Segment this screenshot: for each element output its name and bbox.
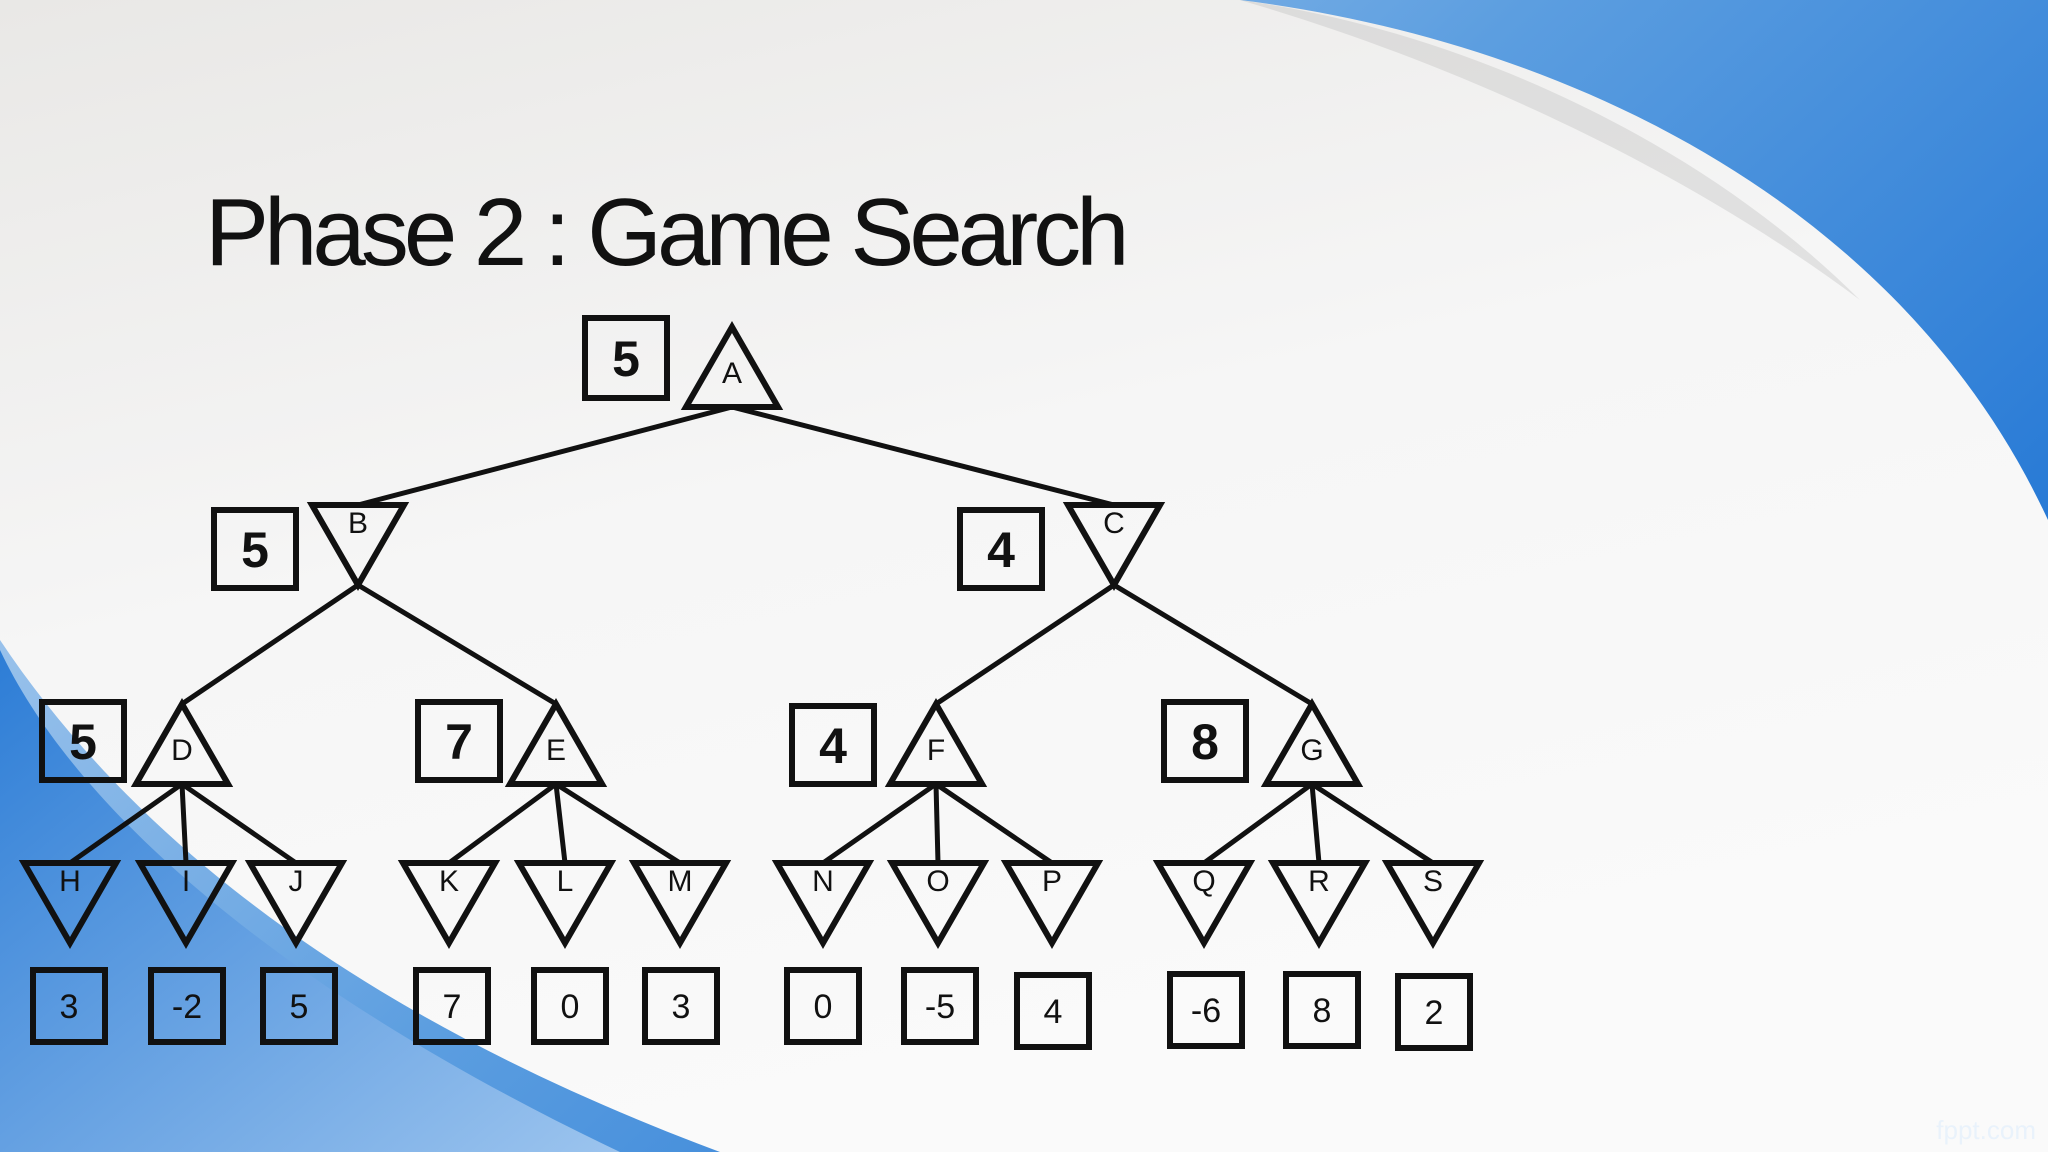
min-node-triangle xyxy=(18,860,122,950)
max-node-triangle xyxy=(504,697,608,787)
min-node-triangle xyxy=(1152,860,1256,950)
node-label: J xyxy=(289,865,304,898)
leaf-value-box xyxy=(901,967,979,1045)
tree-edge xyxy=(1309,781,1436,866)
leaf-value: -6 xyxy=(1191,992,1221,1030)
node-label: P xyxy=(1042,865,1062,898)
tree-edge xyxy=(1111,582,1315,707)
leaf-value: 4 xyxy=(1044,993,1063,1031)
tree-edge xyxy=(553,781,568,866)
node-label: D xyxy=(171,734,193,767)
leaf-value: 3 xyxy=(672,988,691,1026)
tree-edge xyxy=(67,781,185,866)
tree-edge xyxy=(355,404,735,508)
leaf-value: -2 xyxy=(172,988,202,1026)
minimax-value: 4 xyxy=(819,718,847,774)
node-label: G xyxy=(1300,734,1323,767)
leaf-value: 7 xyxy=(443,988,462,1026)
min-node-triangle xyxy=(1000,860,1104,950)
leaf-value-box xyxy=(413,967,491,1045)
tree-edge xyxy=(820,781,939,866)
tree-edge xyxy=(179,781,189,866)
node-label: L xyxy=(557,865,574,898)
slide-title: Phase 2 : Game Search xyxy=(205,179,1130,286)
tree-edge xyxy=(179,781,299,866)
leaf-value-box xyxy=(260,967,338,1045)
leaf-value: 0 xyxy=(561,988,580,1026)
min-node-triangle xyxy=(513,860,617,950)
leaf-value: 2 xyxy=(1425,994,1444,1032)
node-label: M xyxy=(668,865,693,898)
tree-edge xyxy=(933,781,1055,866)
minimax-value-box xyxy=(957,507,1045,591)
leaf-value: 8 xyxy=(1313,992,1332,1030)
minimax-value: 7 xyxy=(445,714,473,770)
node-label: B xyxy=(348,507,368,540)
minimax-value-box xyxy=(789,703,877,787)
max-node-triangle xyxy=(1260,697,1364,787)
minimax-value-box xyxy=(1161,699,1249,783)
node-label: F xyxy=(927,734,945,767)
tree-edge xyxy=(553,781,683,866)
min-node-triangle xyxy=(886,860,990,950)
minimax-value: 5 xyxy=(612,331,640,387)
tree-edge xyxy=(729,404,1117,508)
min-node-triangle xyxy=(397,860,501,950)
leaf-value-box xyxy=(148,967,226,1045)
tree-edge xyxy=(933,582,1117,707)
leaf-value-box xyxy=(1014,972,1092,1050)
leaf-value-box xyxy=(1167,971,1245,1049)
max-node-triangle xyxy=(680,320,784,410)
node-label: E xyxy=(546,734,566,767)
minimax-value-box xyxy=(582,315,670,401)
leaf-value-box xyxy=(642,967,720,1045)
minimax-value: 5 xyxy=(69,714,97,770)
tree-edge xyxy=(355,582,559,707)
min-node-triangle xyxy=(244,860,348,950)
node-label: H xyxy=(59,865,81,898)
leaf-value-box xyxy=(1395,973,1473,1051)
watermark: fppt.com xyxy=(1936,1115,2036,1145)
min-node-triangle xyxy=(628,860,732,950)
min-node-triangle xyxy=(1381,860,1485,950)
node-label: R xyxy=(1308,865,1330,898)
tree-edge xyxy=(446,781,559,866)
node-label: O xyxy=(926,865,949,898)
node-label: K xyxy=(439,865,459,898)
leaf-value: 5 xyxy=(290,988,309,1026)
node-label: I xyxy=(182,865,190,898)
leaf-value-box xyxy=(531,967,609,1045)
tree-edge xyxy=(1201,781,1315,866)
node-label: C xyxy=(1103,507,1125,540)
minimax-value: 8 xyxy=(1191,714,1219,770)
minimax-value-box xyxy=(415,699,503,783)
leaf-value: 3 xyxy=(60,988,79,1026)
min-node-triangle xyxy=(1267,860,1371,950)
tree-edge xyxy=(1309,781,1322,866)
minimax-value: 4 xyxy=(987,522,1015,578)
min-node-triangle xyxy=(1062,502,1166,592)
node-label: Q xyxy=(1192,865,1215,898)
minimax-value: 5 xyxy=(241,522,269,578)
min-node-triangle xyxy=(771,860,875,950)
leaf-value: -5 xyxy=(925,988,955,1026)
min-node-triangle xyxy=(134,860,238,950)
max-node-triangle xyxy=(884,697,988,787)
tree-edge xyxy=(933,781,941,866)
minimax-value-box xyxy=(39,699,127,783)
minimax-value-box xyxy=(211,507,299,591)
node-label: A xyxy=(722,357,742,390)
min-node-triangle xyxy=(306,502,410,592)
tree-edge xyxy=(179,582,361,707)
node-label: N xyxy=(812,865,834,898)
leaf-value: 0 xyxy=(814,988,833,1026)
leaf-value-box xyxy=(1283,971,1361,1049)
node-label: S xyxy=(1423,865,1443,898)
max-node-triangle xyxy=(130,697,234,787)
leaf-value-box xyxy=(784,967,862,1045)
leaf-value-box xyxy=(30,967,108,1045)
